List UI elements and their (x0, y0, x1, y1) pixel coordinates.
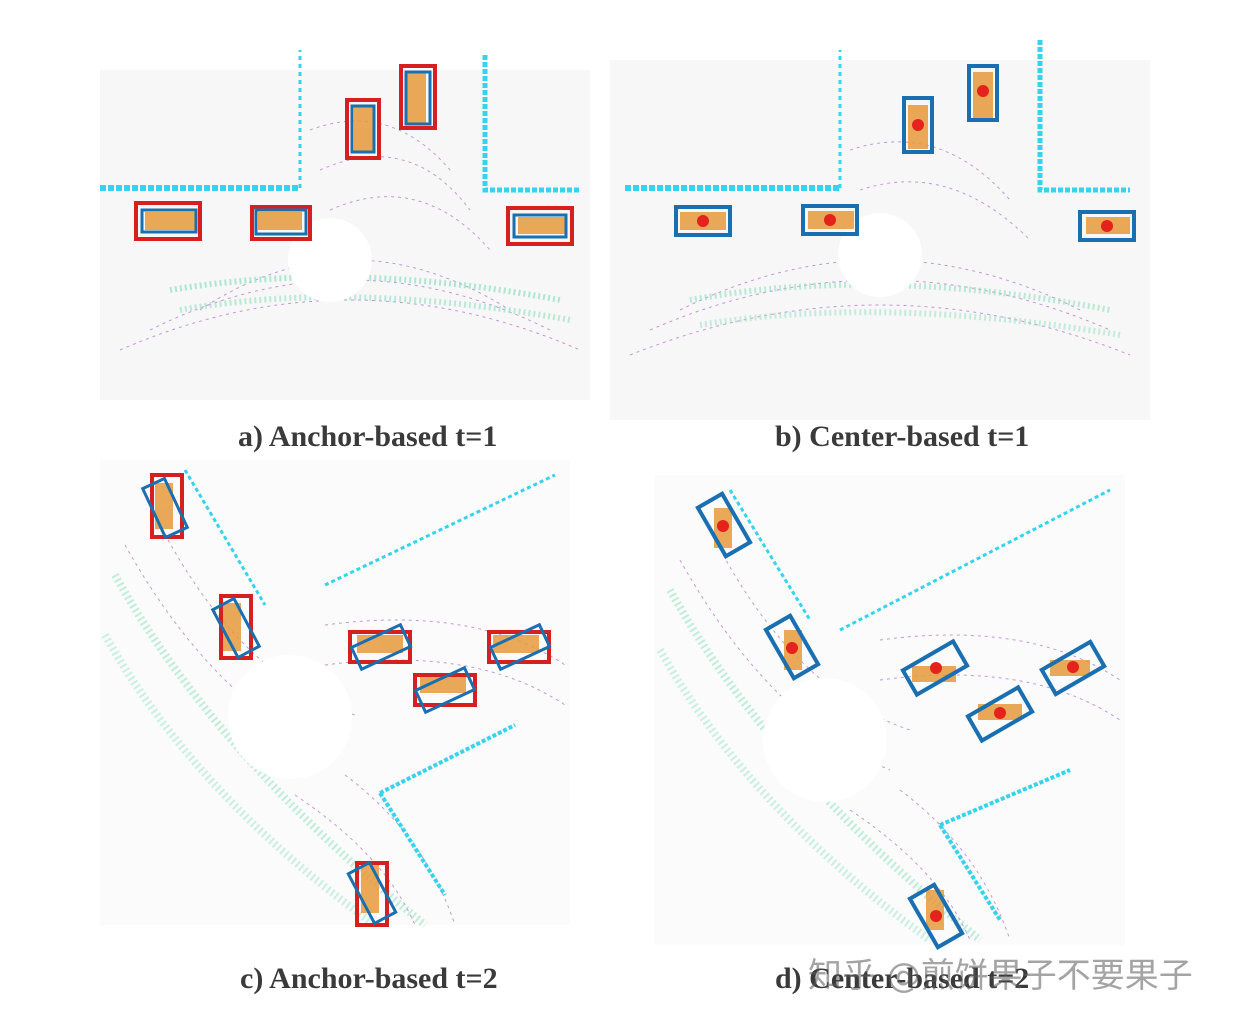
center-box-5 (1039, 639, 1107, 697)
caption-c: c) Anchor-based t=2 (240, 962, 498, 995)
center-box-4 (965, 684, 1035, 744)
predicted-box-3 (349, 622, 413, 672)
caption-b: b) Center-based t=1 (775, 420, 1030, 453)
center-boxes (674, 64, 1136, 242)
center-dot-3 (930, 662, 942, 674)
anchor-box-3 (506, 206, 574, 246)
center-dot-1 (697, 215, 709, 227)
center-boxes (695, 491, 1107, 950)
point-cloud-background (610, 40, 1150, 420)
center-box-1 (674, 205, 732, 237)
caption-a: a) Anchor-based t=1 (238, 420, 498, 453)
predicted-box-1 (140, 476, 190, 540)
anchor-boxes (134, 64, 574, 246)
point-cloud-background (100, 460, 570, 929)
predicted-box-5 (404, 70, 432, 126)
panel-center-t1 (610, 10, 1150, 420)
pointcloud-center-t1 (610, 40, 1150, 420)
predicted-box-2 (210, 596, 262, 660)
center-box-2 (763, 613, 821, 681)
center-box-6 (907, 882, 965, 950)
watermark-text: 知乎 @煎饼果子不要果子 (808, 956, 1193, 996)
center-box-2 (801, 204, 859, 236)
pointcloud-center-t2 (655, 475, 1125, 950)
center-dot-4 (994, 707, 1006, 719)
center-box-1 (695, 491, 753, 559)
pointcloud-anchor-t1 (100, 50, 590, 400)
predicted-box-1 (140, 208, 198, 234)
center-dot-2 (824, 214, 836, 226)
pointcloud-anchor-t2 (100, 460, 570, 929)
anchor-box-1 (134, 201, 202, 241)
center-box-3 (900, 638, 970, 698)
predicted-box-4 (350, 104, 376, 154)
center-dot-3 (1101, 220, 1113, 232)
anchor-boxes (140, 473, 552, 927)
center-box-4 (902, 96, 934, 154)
center-box-5 (967, 64, 999, 122)
anchor-box-4 (345, 98, 381, 160)
center-dot-4 (912, 119, 924, 131)
predicted-box-3 (512, 213, 568, 239)
panel-anchor-t2 (95, 455, 575, 935)
center-dot-1 (717, 520, 729, 532)
center-dot-6 (930, 910, 942, 922)
caption-d: d) Center-based t=2 (775, 962, 1030, 995)
predicted-box-6 (346, 860, 398, 926)
center-dot-5 (977, 85, 989, 97)
predicted-box-2 (254, 208, 308, 236)
center-dot-2 (786, 642, 798, 654)
center-dot-5 (1067, 661, 1079, 673)
center-box-3 (1078, 210, 1136, 242)
anchor-box-5 (399, 64, 437, 130)
predicted-box-4 (413, 665, 477, 715)
panel-anchor-t1 (90, 10, 610, 420)
anchor-box-2 (250, 205, 312, 241)
predicted-box-5 (488, 622, 552, 672)
car-points (145, 72, 566, 234)
panel-center-t2 (650, 470, 1130, 950)
